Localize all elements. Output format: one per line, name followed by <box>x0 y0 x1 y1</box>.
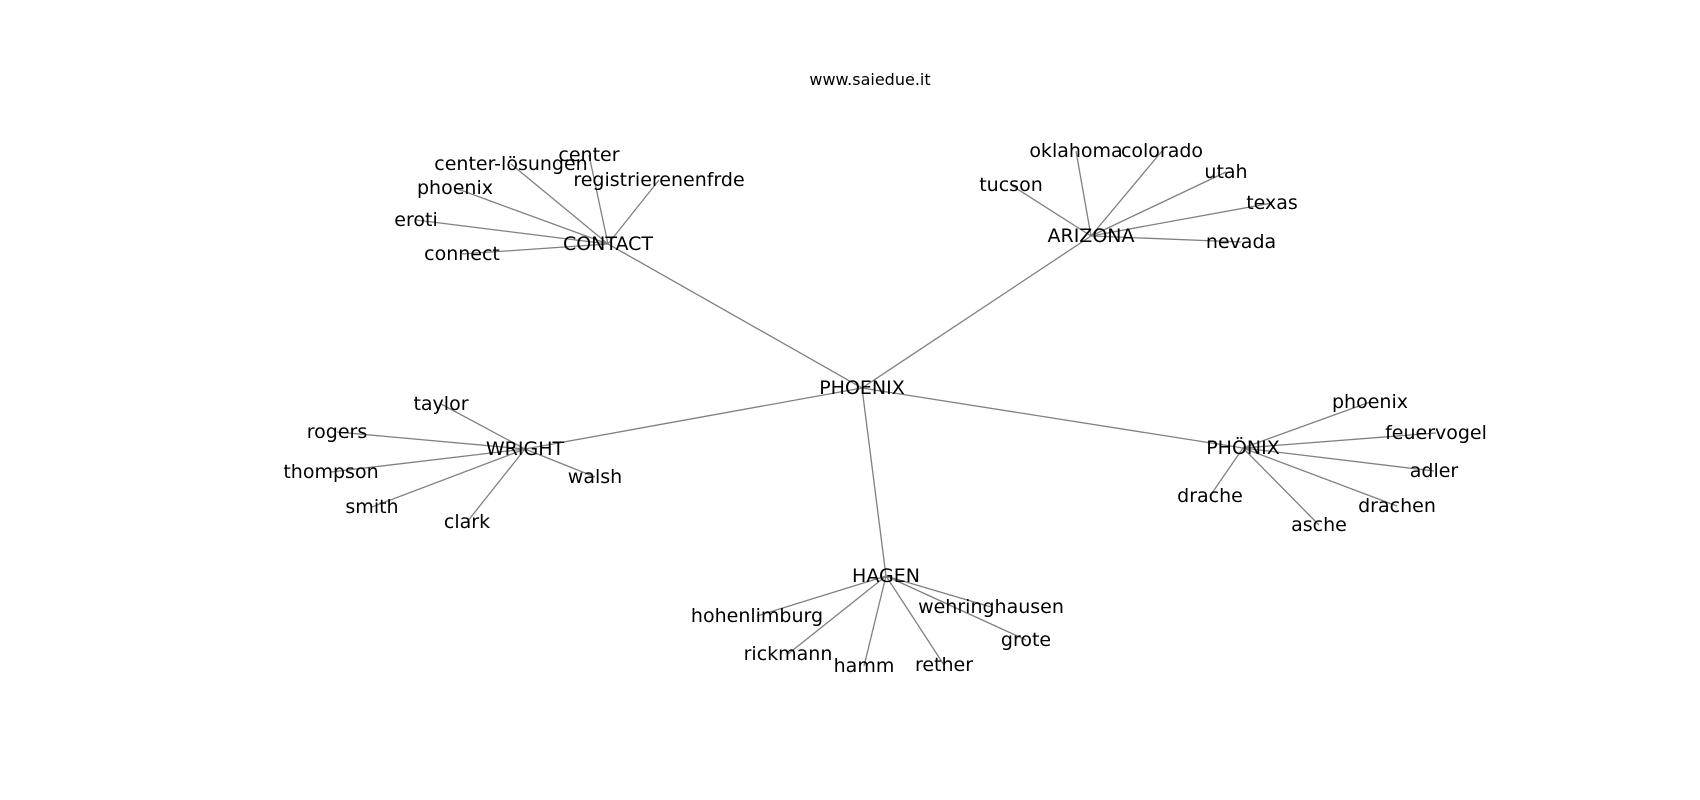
edge-contact-connect <box>461 243 609 255</box>
edge-hagen-wehringhausen <box>885 575 992 608</box>
node-leaf-contact-center: center <box>558 144 619 166</box>
edge-arizona-tucson <box>1010 184 1092 237</box>
node-leaf-wright-walsh: walsh <box>568 466 622 488</box>
node-leaf-arizona-oklahoma: oklahoma <box>1029 140 1122 162</box>
node-hub-hagen: HAGEN <box>852 565 920 587</box>
edges-layer <box>330 150 1437 667</box>
edge-hagen-hohenlimburg <box>756 575 887 617</box>
edge-wright-thompson <box>330 448 526 473</box>
node-leaf-hagen-hohenlimburg: hohenlimburg <box>691 605 823 627</box>
edge-ph-nix-phoenix <box>1242 401 1371 449</box>
edge-contact-center <box>588 154 609 245</box>
edge-arizona-texas <box>1090 202 1273 237</box>
node-leaf-ph-nix-drachen: drachen <box>1358 495 1436 517</box>
edge-root-ph-nix <box>861 387 1244 449</box>
edge-contact-registrierenenfrde <box>607 179 660 245</box>
node-leaf-ph-nix-asche: asche <box>1291 514 1347 536</box>
node-leaf-contact-eroti: eroti <box>394 209 437 231</box>
site-title: www.saiedue.it <box>809 70 931 89</box>
node-leaf-ph-nix-drache: drache <box>1177 485 1243 507</box>
node-leaf-wright-rogers: rogers <box>307 421 367 443</box>
node-leaf-wright-thompson: thompson <box>283 461 378 483</box>
node-leaf-ph-nix-adler: adler <box>1410 460 1459 482</box>
node-leaf-ph-nix-phoenix: phoenix <box>1332 391 1408 413</box>
edge-ph-nix-drache <box>1209 447 1244 497</box>
edge-arizona-utah <box>1090 171 1227 237</box>
edge-root-wright <box>524 387 863 450</box>
edge-wright-taylor <box>440 403 526 450</box>
node-leaf-ph-nix-feuervogel: feuervogel <box>1385 422 1487 444</box>
node-leaf-hagen-rether: rether <box>915 654 973 676</box>
edge-ph-nix-drachen <box>1242 447 1398 507</box>
edge-arizona-colorado <box>1090 150 1163 237</box>
node-hub-wright: WRIGHT <box>486 438 565 460</box>
edge-hagen-rether <box>885 575 945 666</box>
edge-contact-eroti <box>415 219 609 245</box>
edge-arizona-nevada <box>1090 235 1242 243</box>
edge-wright-rogers <box>336 431 526 450</box>
node-leaf-contact-phoenix: phoenix <box>417 177 493 199</box>
node-leaf-hagen-rickmann: rickmann <box>744 643 833 665</box>
edge-contact-phoenix <box>454 187 609 245</box>
edge-hagen-hamm <box>863 575 887 667</box>
node-leaf-contact-connect: connect <box>424 243 500 265</box>
edge-wright-clark <box>466 448 526 523</box>
edge-hagen-grote <box>885 575 1027 641</box>
node-root: PHOENIX <box>819 377 905 399</box>
edge-root-hagen <box>861 387 887 577</box>
node-leaf-hagen-wehringhausen: wehringhausen <box>918 596 1064 618</box>
edge-wright-smith <box>371 448 526 508</box>
edge-arizona-oklahoma <box>1075 150 1092 237</box>
edge-contact-center-l-sungen <box>510 163 609 245</box>
node-leaf-arizona-colorado: colorado <box>1121 140 1203 162</box>
node-leaf-hagen-grote: grote <box>1001 629 1051 651</box>
node-hub-ph-nix: PHÖNIX <box>1206 436 1280 459</box>
node-leaf-arizona-nevada: nevada <box>1206 231 1276 253</box>
edge-ph-nix-feuervogel <box>1242 432 1437 449</box>
node-hub-contact: CONTACT <box>563 233 653 255</box>
edge-root-arizona <box>861 235 1092 389</box>
edge-ph-nix-adler <box>1242 447 1435 472</box>
node-leaf-contact-registrierenenfrde: registrierenenfrde <box>573 169 744 191</box>
node-leaf-wright-taylor: taylor <box>413 393 468 415</box>
node-leaf-arizona-tucson: tucson <box>979 174 1043 196</box>
node-leaf-wright-smith: smith <box>345 496 398 518</box>
node-leaf-arizona-texas: texas <box>1246 192 1298 214</box>
node-hub-arizona: ARIZONA <box>1048 225 1135 247</box>
node-leaf-wright-clark: clark <box>444 511 490 533</box>
node-leaf-contact-center-l-sungen: center-lösungen <box>434 153 587 175</box>
edge-hagen-rickmann <box>787 575 887 655</box>
node-leaf-arizona-utah: utah <box>1204 161 1247 183</box>
edge-ph-nix-asche <box>1242 447 1320 526</box>
node-leaf-hagen-hamm: hamm <box>834 655 895 677</box>
edge-wright-walsh <box>524 448 596 478</box>
edge-root-contact <box>607 243 863 389</box>
